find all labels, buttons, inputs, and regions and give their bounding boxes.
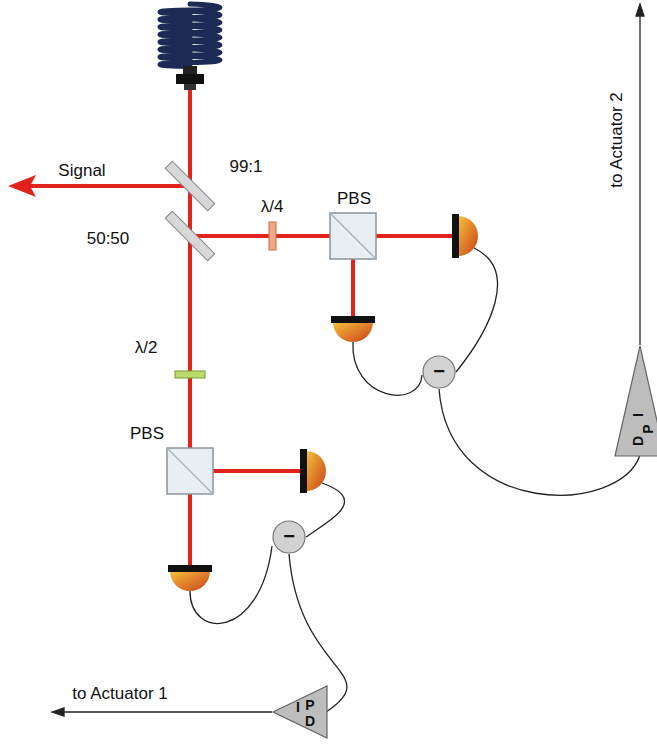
node-outline [272, 685, 328, 739]
pid-controller: P I D [614, 345, 657, 457]
beam-splitter [165, 161, 214, 210]
pid-letter: D [631, 436, 645, 446]
photodetector [300, 449, 326, 493]
laser-beam [30, 90, 452, 565]
part-label: 50:50 [87, 230, 130, 247]
part-label: to Actuator 1 [72, 685, 167, 702]
part-label: λ/4 [261, 198, 284, 215]
pid-letter: P [305, 698, 314, 712]
part-label: PBS [337, 190, 371, 207]
signal-wire [289, 554, 347, 712]
minus-sign: − [433, 361, 445, 381]
pid-letter: D [305, 714, 315, 728]
pid-letter: P [641, 424, 655, 433]
subtractor-circle: − [272, 520, 306, 554]
pid-letter: I [296, 700, 300, 714]
part-label: PBS [130, 425, 164, 442]
photodetector [168, 565, 212, 591]
actuator-arrow [52, 4, 644, 716]
photodetector [452, 214, 478, 258]
part-label: λ/2 [135, 339, 158, 356]
minus-sign: − [283, 526, 295, 546]
part-label: Signal [58, 162, 105, 179]
fiber-connector [176, 74, 204, 84]
beam-splitter [165, 211, 214, 260]
pid-controller: IPD [272, 685, 328, 739]
signal-wire [439, 389, 640, 495]
pbs-cube [167, 448, 213, 494]
part-label: to Actuator 2 [608, 92, 625, 187]
fiber-coil [160, 4, 220, 67]
part-label: 99:1 [229, 158, 262, 175]
half-waveplate [175, 371, 205, 378]
quarter-waveplate [269, 222, 276, 250]
pbs-cube [330, 213, 376, 259]
signal-arrowhead [8, 175, 36, 197]
fiber-connector [183, 66, 197, 74]
photodetector [331, 316, 375, 342]
fiber-connector [184, 84, 196, 90]
pid-letter: I [631, 413, 645, 417]
subtractor-circle: − [422, 355, 456, 389]
